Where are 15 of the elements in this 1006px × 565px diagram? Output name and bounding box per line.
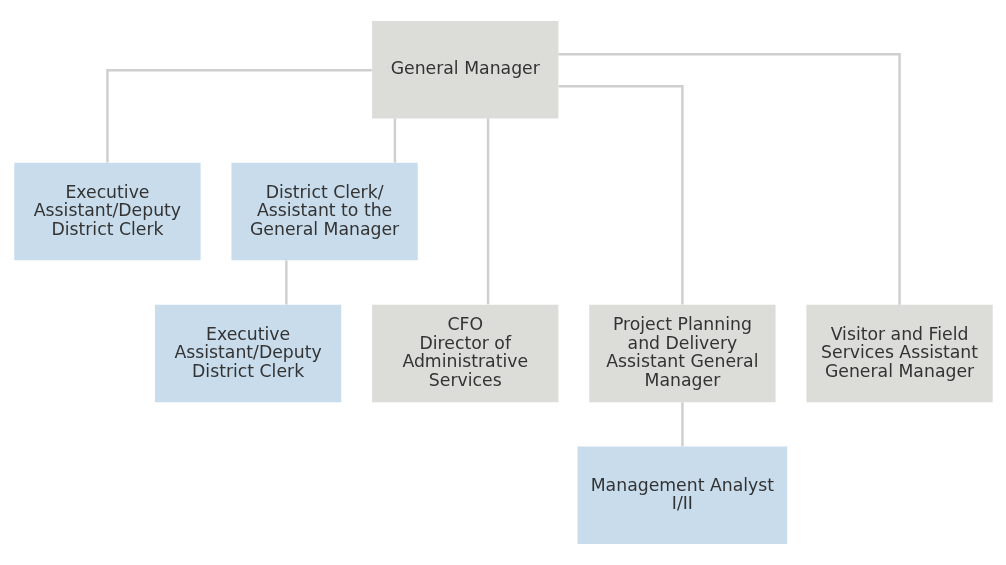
connector <box>680 402 684 447</box>
node-box: Executive Assistant/Deputy District Clerk <box>154 304 341 403</box>
node-box: General Manager <box>371 20 558 119</box>
node-box: Management Analyst I/II <box>577 446 787 545</box>
connector <box>557 53 901 305</box>
connector <box>393 118 396 163</box>
node-box: Project Planning and Delivery Assistant General Manager <box>588 304 776 403</box>
node-box: Executive Assistant/Deputy District Clerk <box>13 162 201 261</box>
connector <box>558 85 684 305</box>
connector <box>486 118 489 305</box>
connector <box>105 69 372 163</box>
node-box: District Clerk/ Assistant to the General Manager <box>230 162 418 261</box>
node-box: CFO Director of Administrative Services <box>371 304 558 403</box>
node-box: Visitor and Field Services Assistant General Manager <box>805 304 993 403</box>
connector <box>284 260 288 305</box>
